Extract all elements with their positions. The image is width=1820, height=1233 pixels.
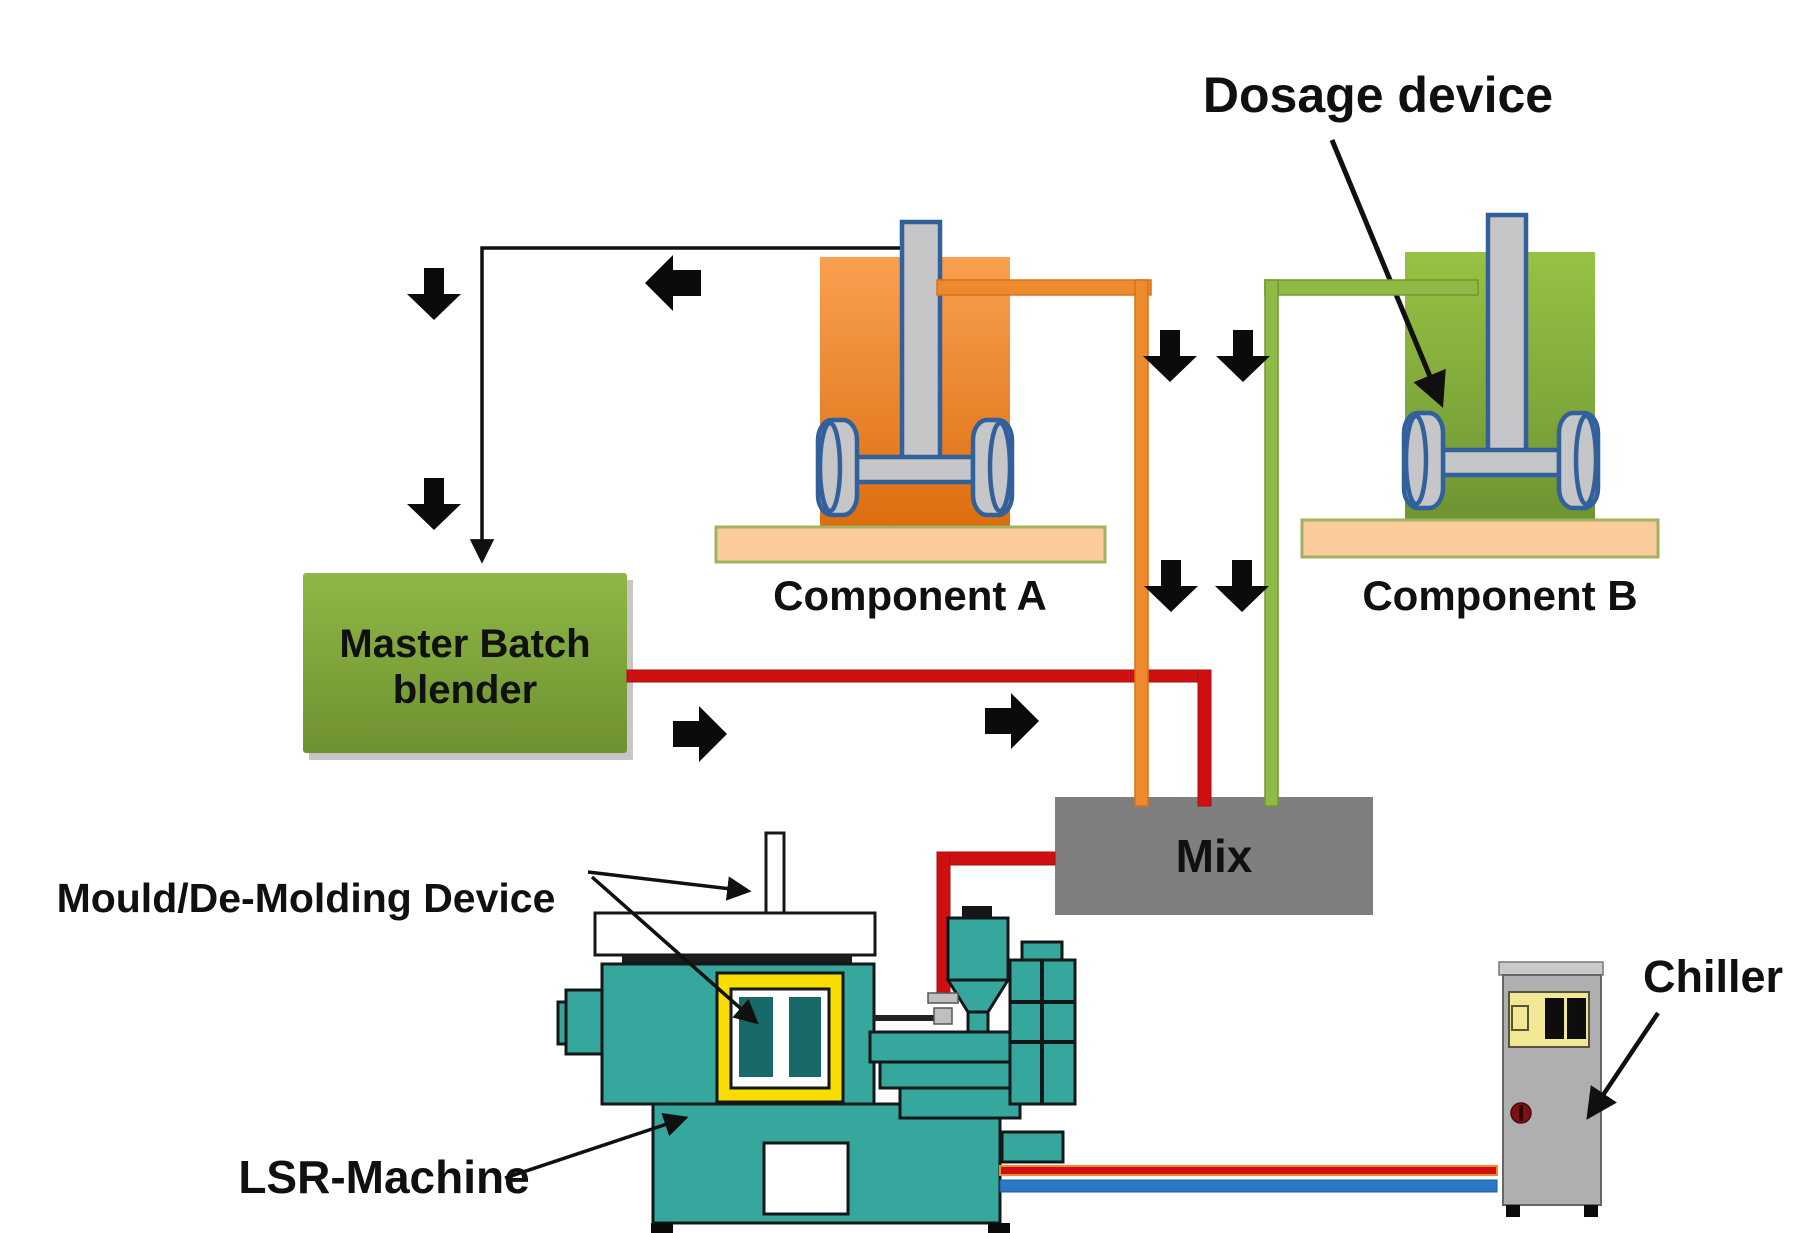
master-batch-blender: Master Batch blender (303, 573, 633, 760)
machine-base-cutout (762, 1141, 850, 1216)
mould-callout: Mould/De-Molding Device (57, 870, 759, 1025)
motor-cap (1020, 940, 1064, 962)
flow-arrow-down-2 (407, 478, 461, 530)
chiller-knob-slit (1519, 1105, 1523, 1121)
mould-pointer-arrow-window (590, 875, 759, 1025)
nozzle-fitting-bottom (933, 1007, 953, 1025)
feedback-line-arrow (469, 246, 900, 564)
lsr-machine-pointer-arrow (504, 1112, 689, 1180)
lsr-machine (556, 831, 1077, 1233)
chiller-panel-handle (1511, 1005, 1529, 1031)
flow-arrow-pipes-down-1b (1216, 330, 1270, 382)
machine-clamp-cylinder (564, 988, 604, 1056)
flow-arrow-right-2 (985, 693, 1039, 749)
component-a-label: Component A (773, 572, 1047, 619)
flow-arrow-right-1 (673, 706, 727, 762)
chiller-label: Chiller (1643, 951, 1783, 1002)
mould-window-left (739, 997, 773, 1077)
chiller-foot-left (1506, 1205, 1520, 1217)
machine-foot-left (651, 1223, 673, 1233)
pipe-orange-horizontal (936, 279, 1152, 296)
chiller-foot-right (1584, 1205, 1598, 1217)
mix-label: Mix (1176, 830, 1253, 882)
pipe-red-feed (626, 669, 1212, 807)
blender-box (303, 573, 627, 753)
machine-outlet-block (1000, 1130, 1065, 1164)
component-b-label: Component B (1362, 572, 1637, 619)
component-a: Component A (714, 222, 1107, 619)
pipe-green-horizontal (1264, 279, 1479, 296)
injection-pedestal (898, 1086, 1022, 1120)
mould-window-right (789, 997, 821, 1077)
hopper-cap (962, 906, 992, 918)
component-b: Component B (1300, 215, 1660, 619)
pipe-red-feed-vertical (1197, 669, 1212, 807)
flow-arrow-down-1 (407, 268, 461, 320)
machine-top-platform (593, 911, 877, 957)
chiller-switch-1 (1545, 998, 1564, 1039)
dosage-device-label: Dosage device (1203, 67, 1553, 123)
pipe-orange (936, 279, 1152, 807)
pipe-red-return (936, 851, 1056, 994)
blender-label-line1: Master Batch (339, 622, 590, 666)
flow-arrow-left (645, 255, 701, 311)
hopper-neck (966, 1010, 990, 1034)
motor-line-3 (1040, 960, 1044, 1104)
machine-foot-right (988, 1223, 1010, 1233)
machine-top-post (764, 831, 786, 915)
dosage-device-callout: Dosage device (1203, 67, 1553, 408)
blender-label-line2: blender (393, 668, 537, 712)
mould-device-label: Mould/De-Molding Device (57, 875, 556, 921)
chiller-pointer-arrow (1586, 1011, 1660, 1120)
nozzle-fitting-top (927, 992, 959, 1004)
pipe-coolant-blue (999, 1179, 1498, 1193)
mould-pointer-arrow-top (587, 870, 752, 901)
component-b-platform (1300, 518, 1660, 559)
pipe-green-vertical (1264, 279, 1279, 807)
component-a-platform (714, 525, 1107, 564)
hopper-body (946, 916, 1010, 982)
mix-box (1055, 797, 1373, 915)
machine-platform-rail (622, 955, 852, 964)
flow-arrow-pipes-down-2a (1144, 560, 1198, 612)
lsr-machine-callout: LSR-Machine (238, 1112, 689, 1203)
chiller: Chiller (1498, 951, 1783, 1217)
chiller-switch-2 (1567, 998, 1586, 1039)
pipe-red-feed-horizontal (626, 669, 1212, 683)
dosage-device-pointer-arrow (1329, 139, 1446, 408)
flow-arrow-pipes-down-1a (1143, 330, 1197, 382)
flow-arrow-pipes-down-2b (1215, 560, 1269, 612)
machine-tie-bar (874, 1015, 934, 1021)
chiller-top-cap (1498, 961, 1604, 976)
lsr-machine-label: LSR-Machine (238, 1151, 529, 1203)
pipe-red-return-horizontal (942, 851, 1056, 866)
pipe-green (1264, 279, 1479, 807)
pipe-coolant-red (999, 1165, 1498, 1176)
pipe-orange-vertical (1134, 279, 1149, 807)
